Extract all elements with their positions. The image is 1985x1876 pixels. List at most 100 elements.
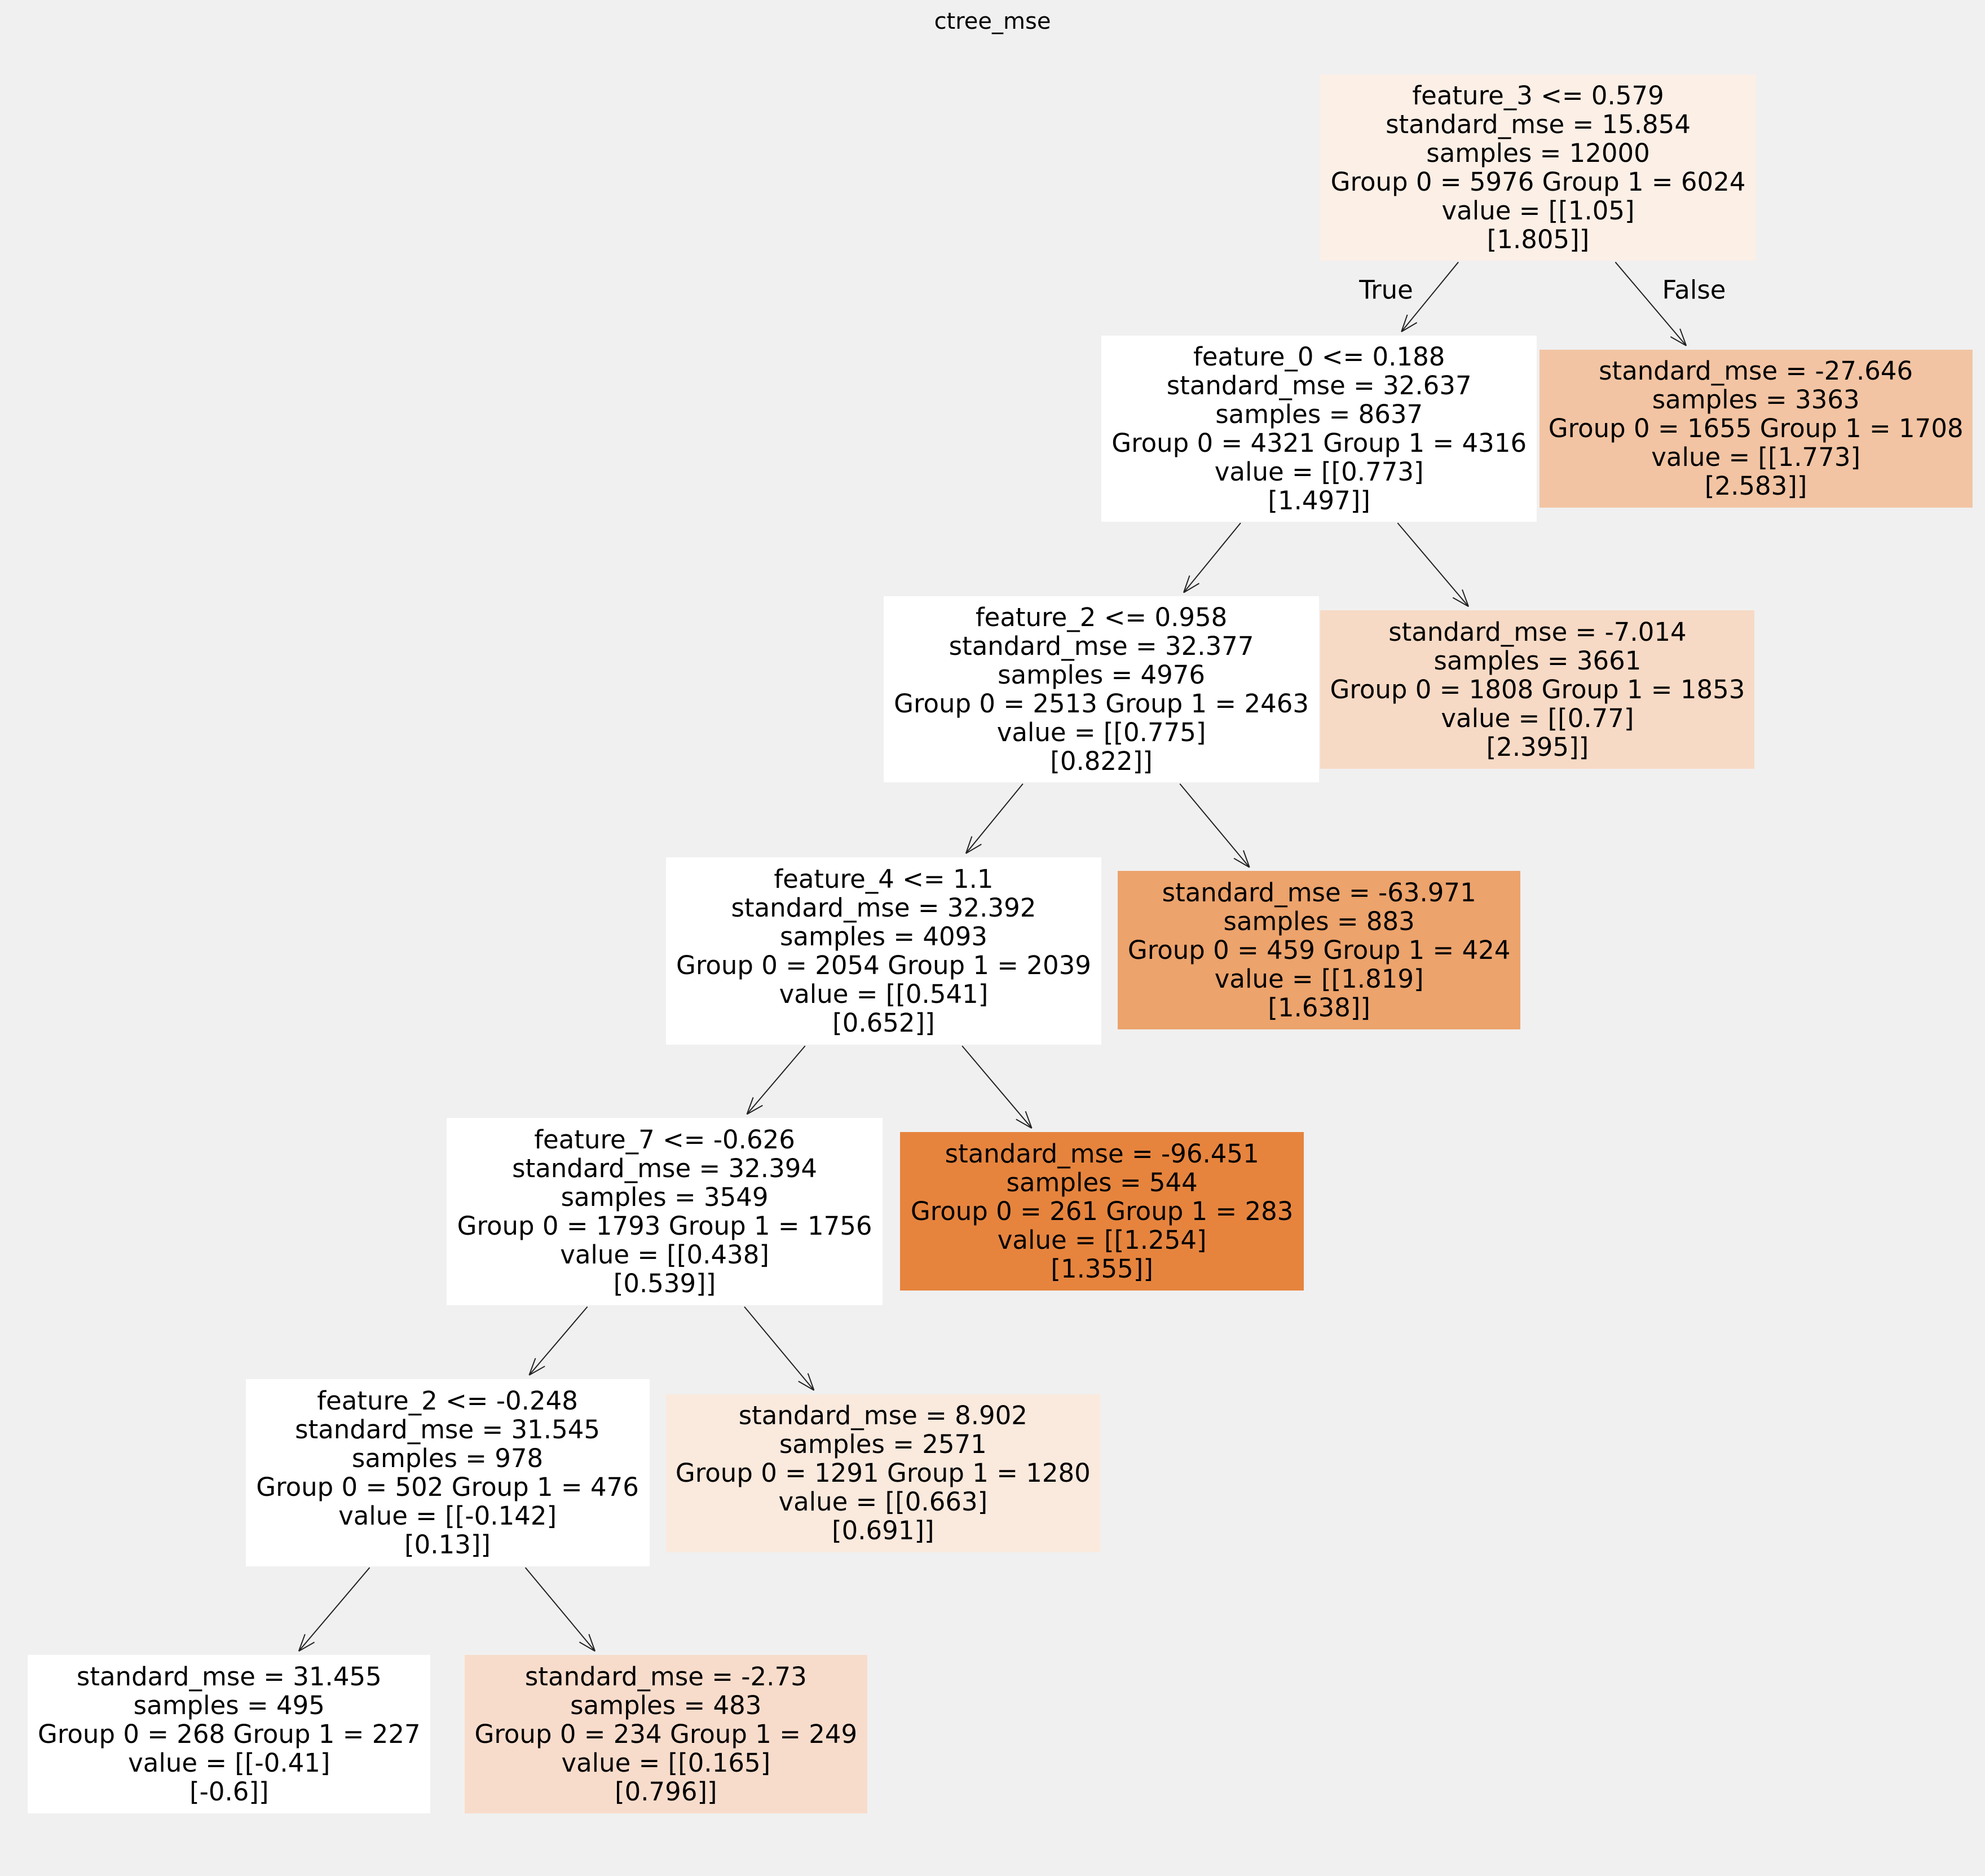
chart-title: ctree_mse — [934, 8, 1051, 34]
edge-line — [1401, 262, 1459, 332]
arrowhead-icon — [528, 1366, 545, 1376]
node-value0: value = [[0.438] — [560, 1240, 769, 1270]
node-split: feature_3 <= 0.579 — [1412, 81, 1664, 111]
node-value0: value = [[0.775] — [996, 717, 1206, 748]
node-samples: samples = 4093 — [779, 921, 987, 952]
arrowhead-icon — [298, 1641, 315, 1652]
node-split: feature_2 <= 0.958 — [975, 602, 1228, 633]
node-samples: samples = 3661 — [1433, 645, 1642, 676]
arrowhead-icon — [1183, 575, 1190, 593]
edge-line — [744, 1306, 815, 1391]
node-mse: standard_mse = 15.854 — [1386, 109, 1691, 140]
node-value1: [0.13]] — [404, 1529, 491, 1560]
node-value0: value = [[0.663] — [778, 1487, 988, 1517]
node-samples: samples = 4976 — [998, 660, 1205, 690]
node-value0: value = [[1.05] — [1441, 196, 1635, 226]
node-value1: [0.691]] — [832, 1516, 934, 1546]
node-value1: [2.583]] — [1704, 471, 1807, 501]
node-mse: standard_mse = -27.646 — [1599, 356, 1913, 386]
node-mse: standard_mse = 32.394 — [512, 1153, 817, 1184]
node-samples: samples = 3363 — [1652, 385, 1860, 415]
edge-line — [746, 1045, 806, 1115]
edge-line — [298, 1567, 370, 1652]
node-mse: standard_mse = -96.451 — [945, 1138, 1259, 1169]
node-value0: value = [[1.819] — [1214, 964, 1424, 994]
node-value1: [0.539]] — [613, 1269, 716, 1299]
node-value1: [0.796]] — [615, 1776, 717, 1807]
arrowhead-icon — [1670, 336, 1687, 346]
arrowhead-icon — [746, 1104, 763, 1115]
node-value0: value = [[-0.41] — [128, 1747, 330, 1778]
node-mse: standard_mse = -7.014 — [1388, 616, 1687, 647]
node-split: feature_4 <= 1.1 — [774, 864, 994, 894]
node-samples: samples = 8637 — [1215, 399, 1423, 429]
node-groups: Group 0 = 502 Group 1 = 476 — [256, 1472, 639, 1502]
node-value1: [0.652]] — [832, 1007, 935, 1038]
node-groups: Group 0 = 2054 Group 1 = 2039 — [676, 950, 1091, 980]
arrowhead-icon — [1016, 1118, 1033, 1129]
arrowhead-icon — [1025, 1111, 1033, 1129]
arrowhead-icon — [965, 843, 982, 854]
node-mse: standard_mse = 31.545 — [295, 1414, 600, 1445]
node-value0: value = [[1.773] — [1651, 442, 1861, 473]
arrowhead-icon — [579, 1641, 596, 1652]
node-value1: [2.395]] — [1486, 732, 1589, 762]
arrowhead-icon — [965, 836, 973, 854]
node-mse: standard_mse = 32.377 — [949, 631, 1254, 662]
node-mse: standard_mse = 31.455 — [76, 1661, 382, 1692]
node-groups: Group 0 = 1793 Group 1 = 1756 — [457, 1211, 872, 1241]
arrowhead-icon — [1679, 328, 1687, 346]
node-value0: value = [[-0.142] — [338, 1500, 557, 1531]
node-mse: standard_mse = 32.637 — [1166, 370, 1472, 400]
node-groups: Group 0 = 1808 Group 1 = 1853 — [1330, 674, 1745, 704]
node-value0: value = [[1.254] — [997, 1225, 1207, 1255]
arrowhead-icon — [1183, 583, 1200, 593]
node-mse: standard_mse = -2.73 — [524, 1661, 807, 1692]
node-samples: samples = 883 — [1223, 906, 1415, 937]
edge-line — [1397, 522, 1469, 607]
arrowhead-icon — [798, 1380, 814, 1391]
node-value1: [0.822]] — [1050, 746, 1153, 777]
node-value0: value = [[0.541] — [779, 979, 989, 1009]
node-samples: samples = 3549 — [561, 1182, 769, 1213]
edge-line — [528, 1306, 588, 1376]
arrowhead-icon — [528, 1358, 536, 1376]
node-split: feature_0 <= 0.188 — [1193, 341, 1445, 372]
edge-line — [961, 1045, 1033, 1129]
node-value0: value = [[0.165] — [561, 1747, 771, 1778]
node-mse: standard_mse = 32.392 — [731, 892, 1036, 923]
edge-line — [524, 1567, 596, 1652]
node-value1: [1.638]] — [1268, 993, 1370, 1023]
false-branch-label: False — [1662, 275, 1726, 305]
arrowhead-icon — [1401, 314, 1408, 332]
node-groups: Group 0 = 261 Group 1 = 283 — [910, 1196, 1294, 1226]
arrowhead-icon — [1401, 322, 1418, 333]
arrowhead-icon — [1233, 857, 1250, 868]
arrowhead-icon — [1462, 589, 1470, 607]
edge-line — [965, 783, 1024, 854]
node-groups: Group 0 = 2513 Group 1 = 2463 — [894, 689, 1309, 719]
edge-line — [1615, 262, 1687, 346]
node-value1: [1.497]] — [1268, 485, 1370, 516]
node-samples: samples = 12000 — [1426, 138, 1650, 169]
edge-line — [1179, 783, 1250, 868]
node-samples: samples = 978 — [351, 1443, 544, 1473]
node-value0: value = [[0.77] — [1441, 703, 1634, 733]
node-samples: samples = 483 — [570, 1690, 762, 1720]
arrowhead-icon — [1242, 850, 1250, 868]
node-value1: [1.805]] — [1486, 224, 1590, 255]
node-samples: samples = 2571 — [779, 1429, 987, 1460]
arrowhead-icon — [588, 1633, 596, 1652]
arrowhead-icon — [746, 1097, 754, 1115]
